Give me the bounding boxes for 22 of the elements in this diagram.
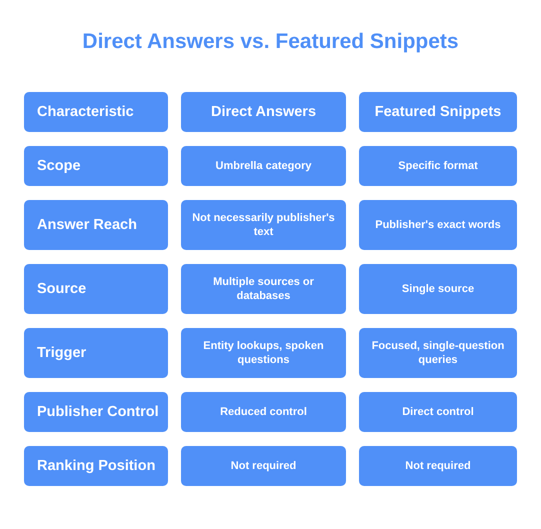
table-cell: Publisher's exact words <box>359 200 517 250</box>
row-label-cell: Trigger <box>24 328 168 378</box>
row-label-cell: Scope <box>24 146 168 186</box>
table-cell: Multiple sources or databases <box>181 264 346 314</box>
table-cell: Not required <box>181 446 346 486</box>
row-label-cell: Answer Reach <box>24 200 168 250</box>
table-cell: Not necessarily publisher's text <box>181 200 346 250</box>
header-cell: Direct Answers <box>181 92 346 132</box>
header-cell: Featured Snippets <box>359 92 517 132</box>
table-cell: Focused, single-question queries <box>359 328 517 378</box>
row-label-cell: Publisher Control <box>24 392 168 432</box>
table-cell: Specific format <box>359 146 517 186</box>
table-cell: Not required <box>359 446 517 486</box>
row-label-cell: Ranking Position <box>24 446 168 486</box>
diagram-title: Direct Answers vs. Featured Snippets <box>81 30 460 54</box>
table-cell: Umbrella category <box>181 146 346 186</box>
row-label-cell: Source <box>24 264 168 314</box>
header-cell: Characteristic <box>24 92 168 132</box>
table-cell: Single source <box>359 264 517 314</box>
table-cell: Direct control <box>359 392 517 432</box>
table-cell: Reduced control <box>181 392 346 432</box>
table-cell: Entity lookups, spoken questions <box>181 328 346 378</box>
